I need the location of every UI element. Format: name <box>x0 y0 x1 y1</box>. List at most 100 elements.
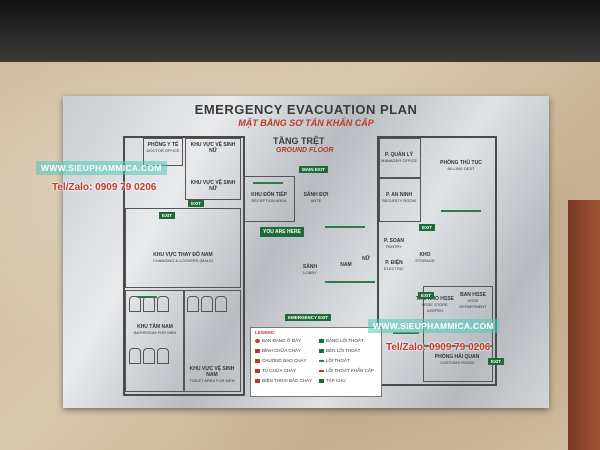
right-wing-outline <box>377 136 497 386</box>
legend-item: BẢNG LỐI THOÁT <box>319 338 364 343</box>
shower-stall <box>157 296 169 312</box>
reception-wall <box>243 176 295 222</box>
legend-item: TỦ CHỮA CHÁY <box>255 368 296 373</box>
evacuation-arrow <box>325 226 365 228</box>
customs-label-en: CUSTOMS ROOM <box>440 360 474 365</box>
women-toilet-label: KHU VỰC VỆ SINH NỮ <box>190 142 236 154</box>
shower-stall <box>129 348 141 364</box>
evacuation-arrow <box>393 332 419 334</box>
doctor-room-label: PHÒNG Y TẾ <box>147 142 179 148</box>
legend-item-label: LỐI THOÁT <box>326 358 350 363</box>
electric-label-en: ELECTRIC <box>384 266 404 271</box>
legend-item-label: BẠN ĐANG Ở ĐÂY <box>262 338 302 343</box>
locker-room-label: KHU VỰC THAY ĐỒ NAM <box>153 252 213 258</box>
toilet-stall <box>187 296 199 312</box>
legend-item-label: ĐIỆN THOẠI BÁO CHÁY <box>262 378 313 383</box>
watermark-site-left: WWW.SIEUPHAMMICA.COM <box>36 161 167 175</box>
toilet-stall <box>201 296 213 312</box>
legend-item: BÌNH CHỮA CHÁY <box>255 348 301 353</box>
storage-room: KHO STORAGE <box>413 252 437 264</box>
men-toilet: KHU VỰC VỆ SINH NAM TOILET AREA FOR MEN <box>185 366 239 384</box>
pantry-label: P. SOẠN <box>384 238 404 244</box>
floor-label-vi: TẦNG TRỆT <box>273 136 325 146</box>
evacuation-arrow <box>253 182 283 184</box>
locker-room: KHU VỰC THAY ĐỒ NAM CHANGING & LOCKERS (… <box>129 252 237 264</box>
exit-sign: EXIT <box>488 358 505 365</box>
lobby-area: SẢNH LOBBY <box>295 264 325 276</box>
manager-office: P. QUẢN LÝ MANAGER OFFICE <box>381 152 417 164</box>
lobby-label-en: LOBBY <box>303 270 317 275</box>
legend-item: LỐI THOÁT KHẨN CẤP <box>319 368 374 373</box>
watermark-site-right: WWW.SIEUPHAMMICA.COM <box>368 319 499 333</box>
security-label: P. AN NINH <box>385 192 413 198</box>
legend-item-label: LỐI THOÁT KHẨN CẤP <box>326 368 374 373</box>
legend-item-label: BẢNG LỐI THOÁT <box>326 338 364 343</box>
billing-room: PHÒNG THỦ TỤC BILLING DEST <box>433 160 489 172</box>
plan-title: EMERGENCY EVACUATION PLAN <box>194 102 418 117</box>
evacuation-arrow <box>137 296 157 298</box>
security-label-en: SECURITY ROOM <box>382 198 416 203</box>
you-are-here-marker: YOU ARE HERE <box>260 227 304 237</box>
locker-room-label-en: CHANGING & LOCKERS (MALE) <box>152 258 214 263</box>
legend-item: LỐI THOÁT <box>319 358 350 363</box>
legend-item: CHUÔNG BÁO CHÁY <box>255 358 307 363</box>
legend-item-label: BÌNH CHỮA CHÁY <box>262 348 301 353</box>
evacuation-arrow <box>441 210 481 212</box>
billing-label: PHÒNG THỦ TỤC <box>440 160 482 166</box>
hsse-label-en: HSSE DEPARTMENT <box>459 298 487 309</box>
pantry-room: P. SOẠN PANTRY <box>383 238 405 250</box>
women-toilet-2-label: KHU VỰC VỆ SINH NỮ <box>190 180 236 192</box>
exit-sign: EXIT <box>159 212 176 219</box>
reception-label-en: RECEPTION AREA <box>251 198 287 203</box>
legend-item-label: TỦ CHỮA CHÁY <box>262 368 297 373</box>
atrium-area: SẢNH ĐỢI ANTE <box>299 192 333 204</box>
hsse-store: THỦ KHO HSSE HSSE STORE KEEPER <box>415 296 455 314</box>
hsse-label: BAN HSSE <box>460 292 486 298</box>
hsse-department: BAN HSSE HSSE DEPARTMENT <box>455 292 491 310</box>
reception-area: KHU ĐÓN TIẾP RECEPTION AREA <box>247 192 291 204</box>
electric-label: P. ĐIỆN <box>385 260 403 266</box>
watermark-phone-left: Tel/Zalo: 0909 79 0206 <box>52 182 157 193</box>
security-room: P. AN NINH SECURITY ROOM <box>381 192 417 204</box>
legend-item-label: ĐÈN LỐI THOÁT <box>326 348 361 353</box>
legend-title: LEGEND: <box>255 330 276 335</box>
bath-room: KHU TẮM NAM BATHROOM FOR MEN <box>127 324 183 336</box>
male-wc-label: NAM <box>340 262 352 268</box>
shower-stall <box>143 348 155 364</box>
emergency-exit-sign: EMERGENCY EXIT <box>285 314 332 321</box>
atrium-label: SẢNH ĐỢI <box>303 192 329 198</box>
evacuation-plan-sign: EMERGENCY EVACUATION PLAN MẶT BẰNG SƠ TÁ… <box>63 96 549 408</box>
men-toilet-label: KHU VỰC VỆ SINH NAM <box>189 366 235 378</box>
bath-room-label: KHU TẮM NAM <box>137 324 173 330</box>
women-toilet: KHU VỰC VỆ SINH NỮ <box>187 142 239 154</box>
watermark-phone-right: Tel/Zalo: 0909 79 0206 <box>386 342 491 353</box>
manager-label-en: MANAGER OFFICE <box>381 158 418 163</box>
evacuation-arrow <box>325 281 375 283</box>
legend-item: TẬP CHU <box>319 378 346 383</box>
shower-stall <box>143 296 155 312</box>
dark-ceiling-wall <box>0 0 600 62</box>
wooden-door-frame <box>568 200 600 450</box>
legend-item-label: TẬP CHU <box>326 378 346 383</box>
reception-label: KHU ĐÓN TIẾP <box>251 192 287 198</box>
toilet-stall <box>215 296 227 312</box>
electric-room: P. ĐIỆN ELECTRIC <box>383 260 405 272</box>
hsse-wall <box>423 286 493 346</box>
bath-wall <box>125 290 185 392</box>
doctor-room: PHÒNG Y TẾ DOCTOR OFFICE <box>145 142 181 154</box>
locker-wall <box>125 208 241 288</box>
legend-item-label: CHUÔNG BÁO CHÁY <box>262 358 307 363</box>
atrium-label-en: ANTE <box>310 198 322 203</box>
manager-label: P. QUẢN LÝ <box>385 152 413 158</box>
main-exit-sign: MAIN EXIT <box>299 166 328 173</box>
exit-sign: EXIT <box>188 200 205 207</box>
female-wc-label: NỮ <box>362 256 370 262</box>
exit-sign: EXIT <box>418 292 435 299</box>
left-wing-outline <box>123 136 245 396</box>
legend-box: LEGEND: BẠN ĐANG Ở ĐÂY BÌNH CHỮA CHÁY CH… <box>250 327 382 397</box>
legend-item: ĐIỆN THOẠI BÁO CHÁY <box>255 378 312 383</box>
storage-label-en: STORAGE <box>415 258 435 263</box>
women-toilet-wall <box>185 138 241 200</box>
legend-item: BẠN ĐANG Ở ĐÂY <box>255 338 301 343</box>
customs-label: PHÒNG HẢI QUAN <box>434 354 480 360</box>
